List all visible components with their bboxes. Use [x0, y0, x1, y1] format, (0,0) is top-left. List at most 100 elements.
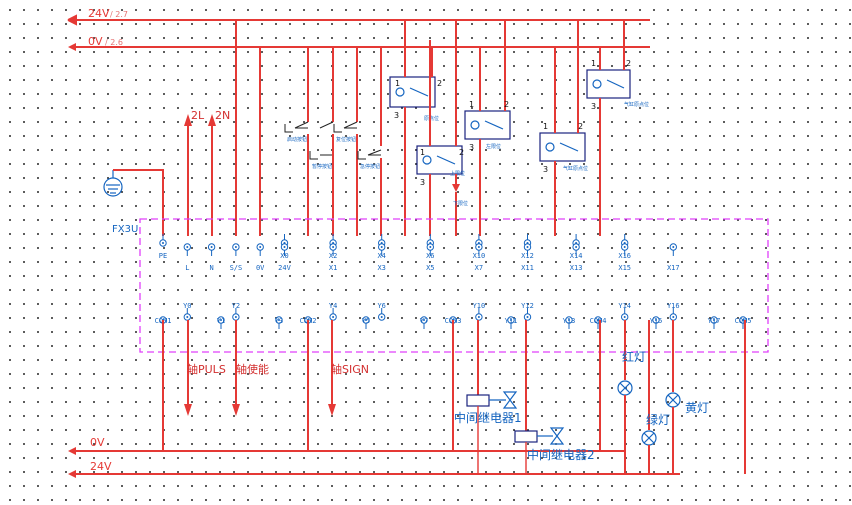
- output-top-label-13: Y10: [473, 302, 486, 310]
- sensor-left-pin1: 1: [469, 100, 474, 109]
- input-bottom-label-11: X5: [426, 264, 434, 272]
- relay-1: [466, 320, 518, 474]
- switch-label-reset: 复位按钮: [336, 136, 356, 143]
- output-bottom-label-19: Y17: [708, 317, 721, 325]
- output-bottom-label-20: COM5: [735, 317, 752, 325]
- input-bottom-label-21: X17: [667, 264, 680, 272]
- output-top-terminal-dot-19: [623, 316, 626, 318]
- output-top-terminal-dot-9: [380, 316, 383, 318]
- input-bottom-terminal-dot-13: [477, 246, 480, 248]
- output-bottom-label-14: Y13: [563, 317, 576, 325]
- sensor-upper-pin2: 2: [459, 148, 464, 157]
- input-bottom-terminal-dot-3: [234, 246, 237, 248]
- rail-0v-top-note: / 2.6: [105, 38, 123, 47]
- input-top-terminal-dot-0: [162, 242, 164, 244]
- sensor-cyl-a-pin3: 3: [543, 165, 548, 174]
- output-top-terminal-dot-7: [332, 316, 335, 318]
- output-top-terminal-dot-13: [477, 316, 480, 318]
- output-bottom-terminal-dot-4: [278, 319, 280, 321]
- input-bottom-terminal-dot-1: [186, 246, 189, 248]
- input-bottom-terminal-dot-4: [259, 246, 262, 248]
- lamp-green-label: 绿灯: [646, 412, 670, 427]
- rail-24v-bottom-label: 24V: [90, 460, 112, 473]
- output-top-terminal-dot-1: [186, 316, 189, 318]
- switch-estop: [357, 47, 382, 236]
- rail-0v-bottom-label: 0V: [90, 436, 105, 449]
- input-bottom-label-9: X3: [377, 264, 385, 272]
- ground-icon: [103, 169, 164, 236]
- input-terminals-top: PEX0X2X4X6X10X12X14X16: [159, 234, 631, 260]
- rail-24v-top-label: 24V: [88, 7, 110, 20]
- output-top-terminal-dot-3: [234, 316, 237, 318]
- output-bottom-terminal-dot-15: [597, 319, 599, 321]
- sensor-cylinder-a: [539, 20, 586, 236]
- sensor-left-pin3: 3: [469, 143, 474, 152]
- sensor-cyl-a-pin2: 2: [578, 122, 583, 131]
- sensor-label-upper: 上限位: [450, 170, 465, 177]
- switch-label-estop: 急停按钮: [360, 163, 380, 170]
- output-top-label-15: Y12: [521, 302, 534, 310]
- switch-label-pause: 暂停按钮: [312, 163, 332, 170]
- output-top-label-21: Y16: [667, 302, 680, 310]
- sensor-label-home: 原点位: [424, 115, 439, 122]
- sensor-cylinder-b: [586, 20, 631, 236]
- input-bottom-terminal-dot-17: [575, 246, 578, 248]
- output-top-label-9: Y6: [377, 302, 385, 310]
- input-bottom-label-19: X15: [618, 264, 631, 272]
- input-bottom-label-17: X13: [570, 264, 583, 272]
- input-bottom-terminal-dot-21: [672, 246, 675, 248]
- lamp-yellow: [665, 320, 681, 474]
- power-input-2l: [184, 114, 192, 236]
- power-input-2n-label: 2N: [215, 109, 230, 122]
- rail-24v-bottom: [68, 470, 680, 478]
- input-bottom-terminal-dot-5: [283, 246, 286, 248]
- input-bottom-label-2: N: [209, 264, 213, 272]
- lamp-red-label: 红灯: [622, 349, 646, 364]
- sensor-upper-pin3: 3: [420, 178, 425, 187]
- output-bottom-terminal-dot-14: [568, 319, 570, 321]
- rail-24v-top-note: / 2.7: [110, 10, 128, 19]
- output-bottom-label-4: Y3: [275, 317, 283, 325]
- sensor-home: [389, 20, 436, 236]
- output-bottom-terminal-dot-19: [713, 319, 715, 321]
- sensor-left-pin2: 2: [504, 100, 509, 109]
- relay-1-label: 中间继电器1: [454, 410, 522, 425]
- output-bottom-terminal-dot-9: [423, 319, 425, 321]
- plc-model-label: FX3U: [112, 224, 138, 235]
- input-bottom-terminal-dot-15: [526, 246, 529, 248]
- sensor-upper-feed: [452, 174, 460, 236]
- sensor-cyl-b-pin3: 3: [591, 102, 596, 111]
- input-bottom-label-15: X11: [521, 264, 534, 272]
- switch-reset: [333, 47, 358, 236]
- output-top-terminal-dot-15: [526, 316, 529, 318]
- axis-label-sign: 轴SIGN: [331, 362, 369, 376]
- rail-0v-top: [68, 43, 650, 51]
- input-top-label-0: PE: [159, 252, 167, 260]
- lamp-green: [641, 320, 657, 474]
- output-bottom-terminal-dot-7: [365, 319, 367, 321]
- sensor-home-pin3: 3: [394, 111, 399, 120]
- output-bottom-label-2: Y1: [217, 317, 225, 325]
- output-axis-sign: [328, 320, 336, 416]
- sensor-label-lower-axis: 下限位: [453, 200, 468, 207]
- sensor-label-left: 左限位: [486, 143, 501, 150]
- relay-2-label: 中间继电器2: [527, 447, 595, 462]
- input-bottom-label-13: X7: [475, 264, 483, 272]
- output-axis-enable: [232, 320, 240, 416]
- sensor-label-cyl-b: 气缸原点位: [624, 101, 649, 108]
- rail-24v-top: [67, 14, 650, 26]
- sensor-upper: [416, 20, 463, 236]
- output-top-label-1: Y0: [183, 302, 191, 310]
- lamp-yellow-label: 黄灯: [685, 401, 709, 415]
- sensor-label-cyl-a: 气缸原点位: [563, 165, 588, 172]
- sensor-cyl-a-pin1: 1: [543, 122, 548, 131]
- output-bottom-terminal-dot-12: [510, 319, 512, 321]
- output-top-label-19: Y14: [618, 302, 631, 310]
- output-bottom-terminal-dot-17: [655, 319, 657, 321]
- sensor-upper-pin1: 1: [420, 148, 425, 157]
- output-top-label-3: Y2: [232, 302, 240, 310]
- sensor-left: [464, 20, 511, 236]
- input-bottom-terminal-dot-9: [380, 246, 383, 248]
